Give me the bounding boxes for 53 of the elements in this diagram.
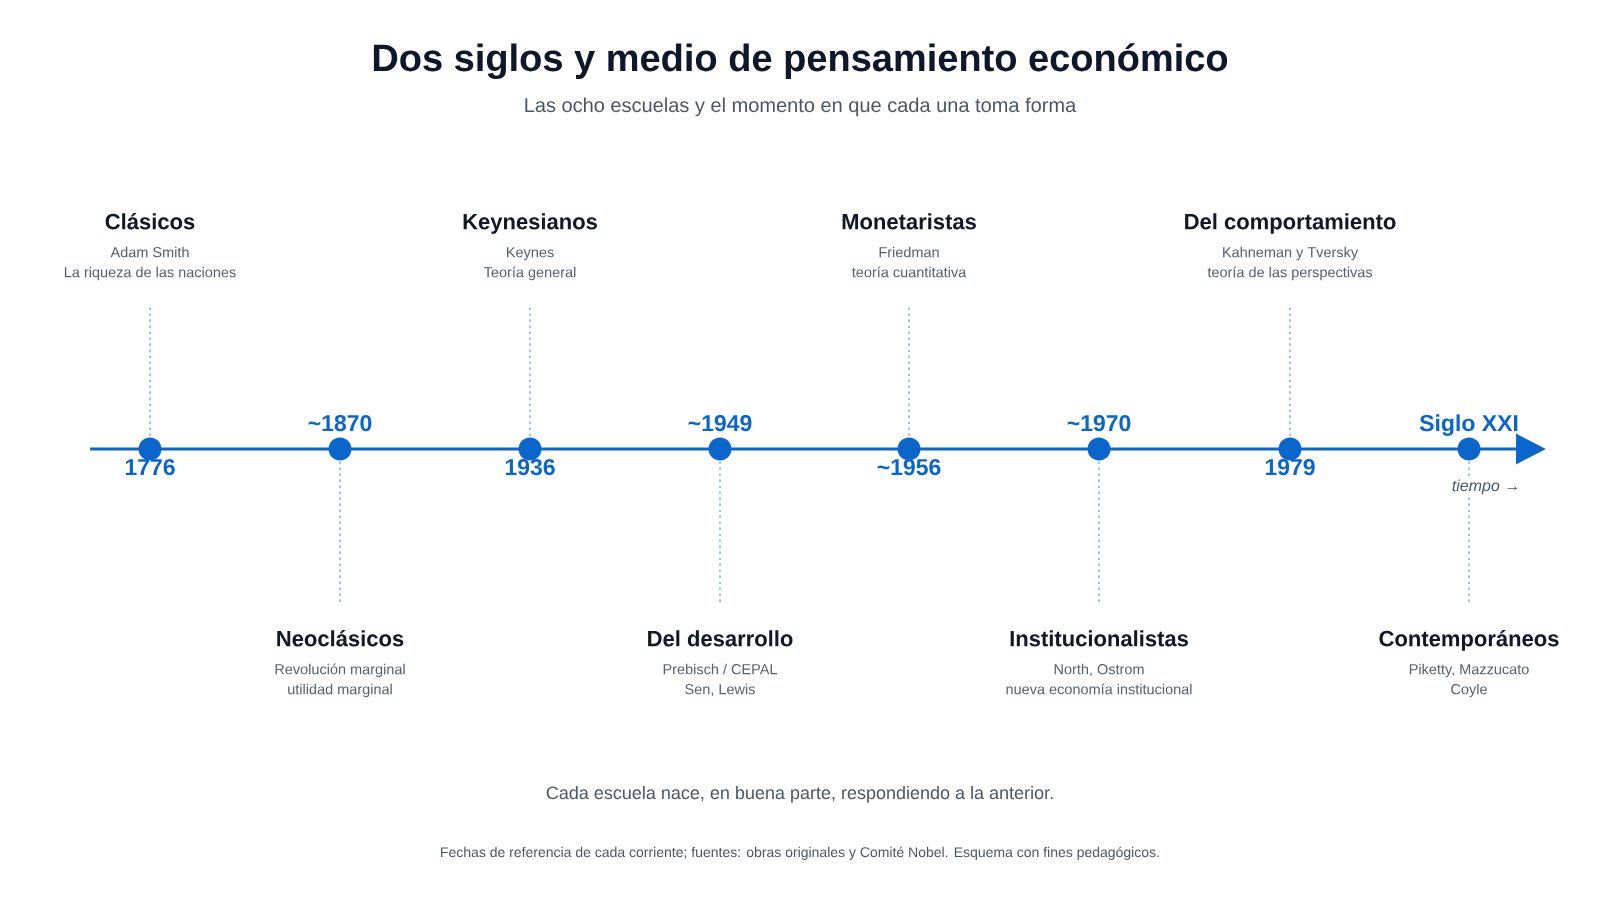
date-label: ~1870: [308, 414, 372, 432]
timeline-dot: [1457, 437, 1481, 461]
school-heading: Neoclásicos: [277, 630, 404, 647]
school-heading: Keynesianos: [463, 213, 597, 234]
date-label: 1936: [505, 458, 555, 476]
leader-line: [529, 306, 531, 439]
school-heading: Monetaristas: [842, 213, 976, 230]
description-text: North, Ostrom: [1054, 663, 1144, 677]
description-text: Kahneman y Tversky: [1223, 246, 1359, 261]
subtitle: Las ocho escuelas y el momento en que cada una toma forma: [525, 97, 1077, 117]
school-heading: Contemporáneos: [1379, 630, 1559, 651]
date-label: Siglo XXI: [1419, 414, 1518, 436]
leader-line: [339, 459, 341, 603]
leader-line: [719, 459, 721, 603]
date-label: ~1970: [1067, 414, 1131, 432]
description-text: Piketty, Mazzucato: [1409, 663, 1529, 678]
timeline-dot: [1278, 437, 1302, 461]
axis-label: tiempo →: [1449, 477, 1523, 497]
timeline-dot: [138, 437, 162, 461]
date-label: 1776: [125, 458, 175, 476]
description-text: teoría cuantitativa: [852, 266, 967, 278]
footnote: Fechas de referencia de cada corriente; fuentes: obras originales y Comité Nobel. Esquema con fines pedagógicos.: [441, 846, 1159, 860]
description-text: Adam Smith: [110, 246, 189, 258]
description-text: Keynes: [507, 247, 554, 261]
description-text: La riqueza de las naciones: [64, 266, 236, 281]
timeline-dot: [708, 437, 732, 461]
timeline-dot: [897, 437, 921, 461]
note-text: Cada escuela nace, en buena parte, respondiendo a la anterior.: [546, 785, 1053, 803]
leader-line: [908, 306, 910, 439]
timeline-dot: [518, 437, 542, 461]
leader-line: [1468, 459, 1470, 603]
description-text: Teoría general: [484, 266, 576, 281]
leader-line: [1289, 306, 1291, 439]
timeline-dot: [1087, 437, 1111, 461]
timeline-dot: [328, 437, 352, 461]
date-label: ~1949: [688, 414, 752, 432]
date-label: 1979: [1265, 458, 1315, 476]
description-text: utilidad marginal: [288, 683, 392, 698]
school-heading: Del desarrollo: [648, 630, 793, 647]
school-heading: Del comportamiento: [1185, 213, 1396, 234]
date-label: ~1956: [877, 458, 941, 476]
description-text: Revolución marginal: [275, 663, 405, 678]
leader-line: [149, 306, 151, 439]
description-text: Friedman: [879, 246, 939, 258]
description-text: nueva economía institucional: [1006, 683, 1192, 695]
description-text: Coyle: [1451, 683, 1487, 698]
description-text: Prebisch / CEPAL: [663, 663, 777, 675]
description-text: teoría de las perspectivas: [1207, 266, 1373, 281]
title: Dos siglos y medio de pensamiento económico: [373, 43, 1228, 80]
description-text: Sen, Lewis: [685, 683, 755, 697]
school-heading: Clásicos: [105, 213, 195, 230]
school-heading: Institucionalistas: [1010, 630, 1188, 647]
leader-line: [1098, 459, 1100, 603]
